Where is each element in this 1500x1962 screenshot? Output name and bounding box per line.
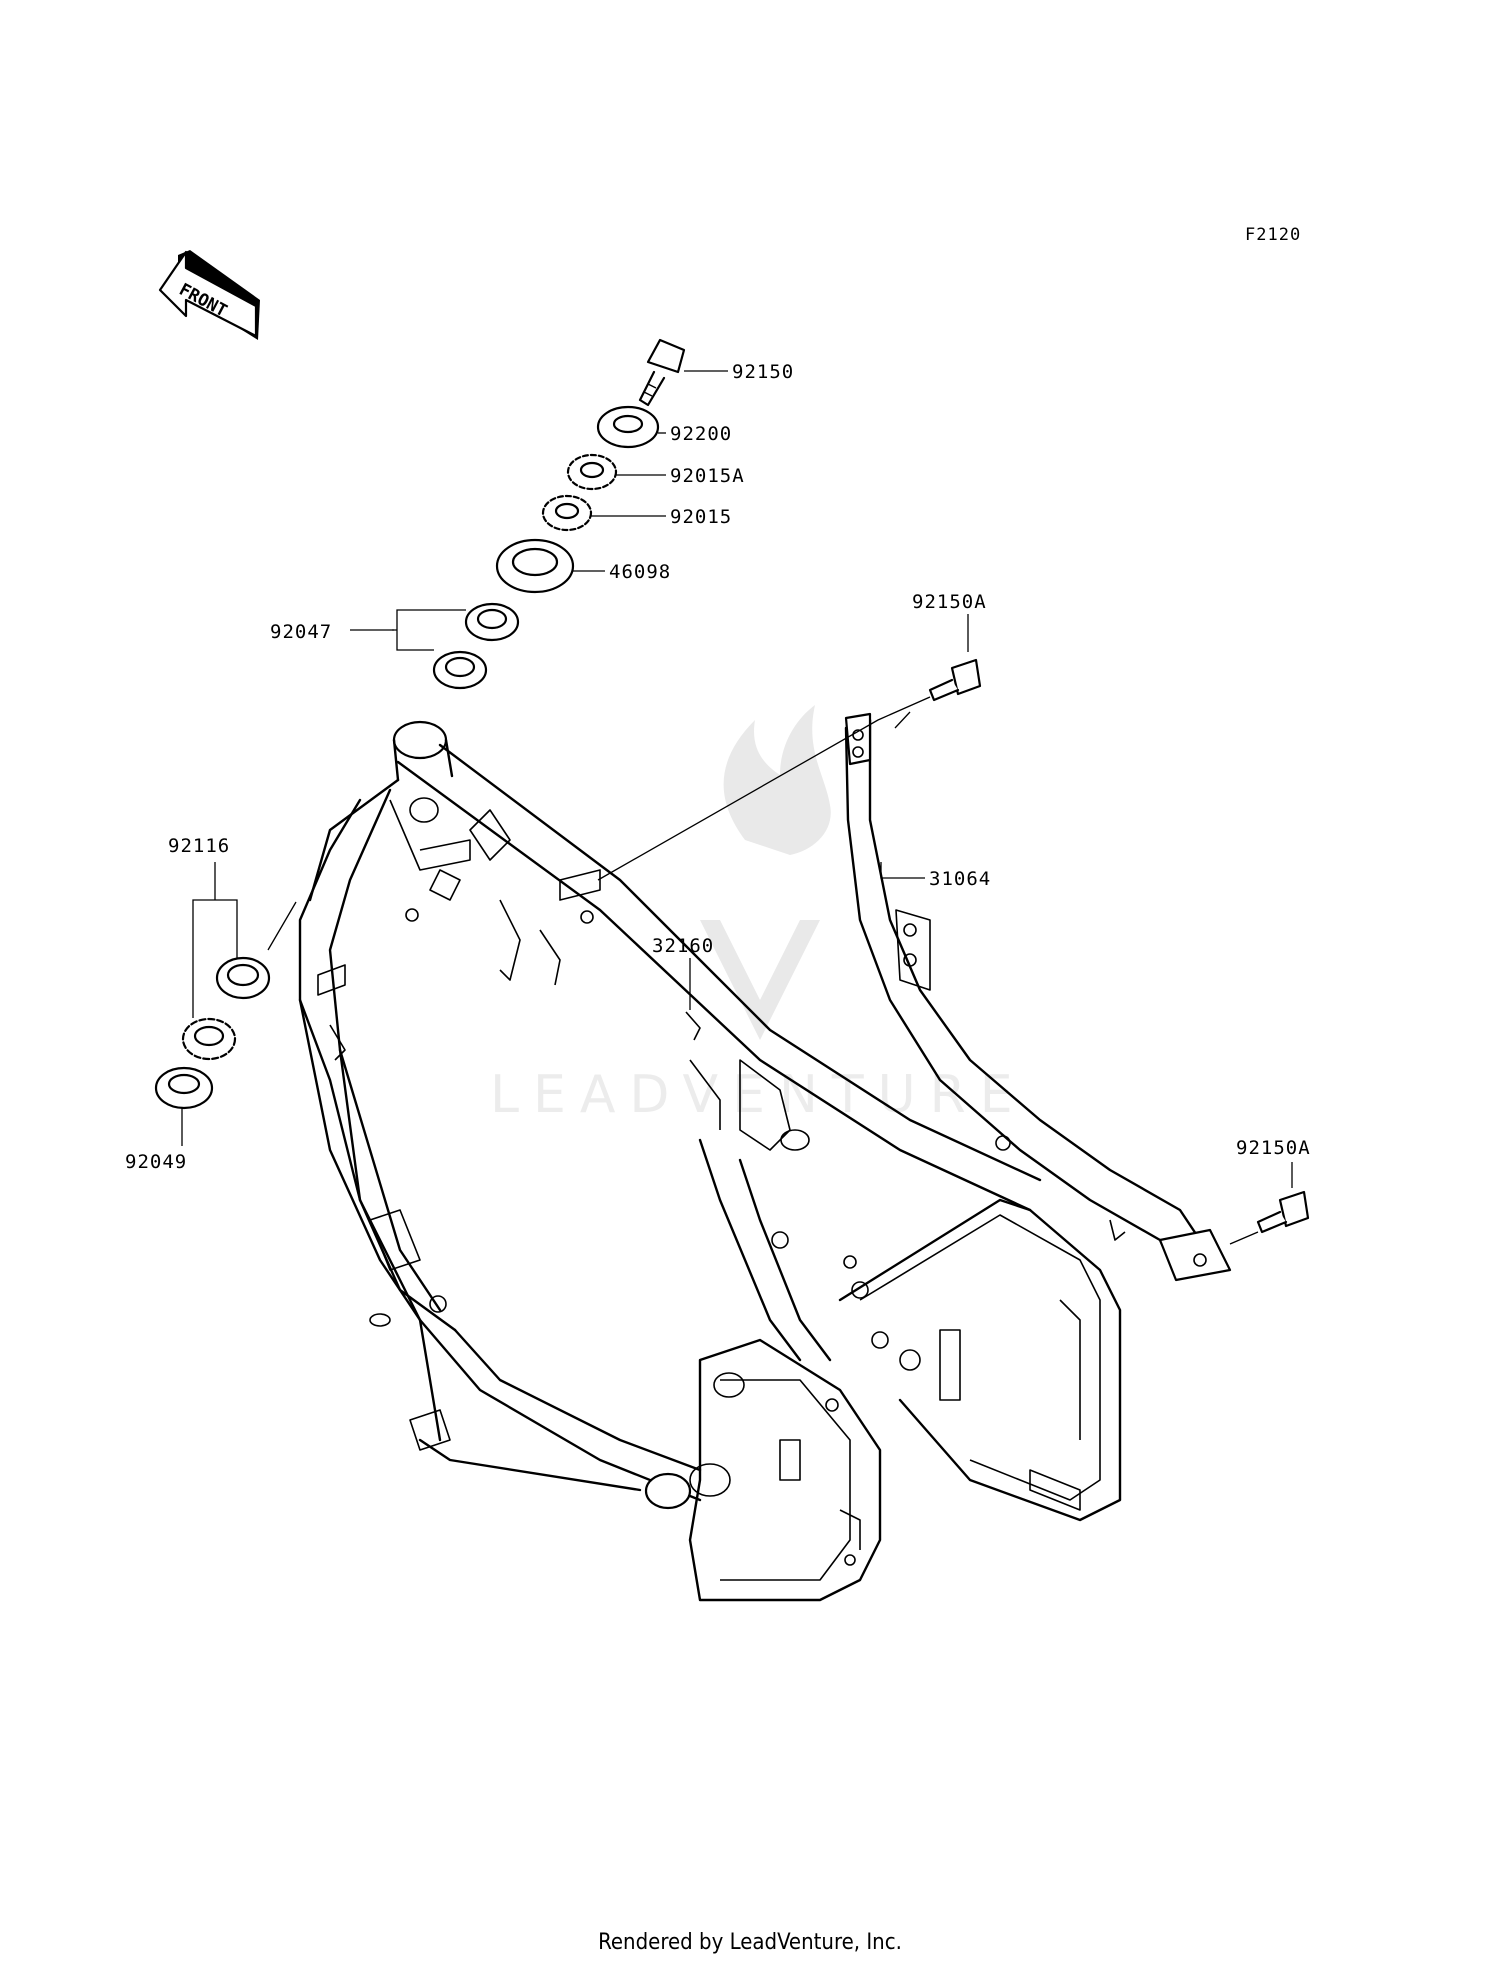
watermark-text: LEADVENTURE	[490, 1065, 1027, 1125]
bearing-92116-upper-icon	[215, 956, 271, 1000]
rear-frame-31064	[844, 712, 1232, 1282]
label-46098: 46098	[609, 561, 671, 583]
seal-46098-icon	[495, 538, 575, 594]
bearing-92116-lower-icon	[181, 1017, 237, 1061]
bearing-92047-upper-icon	[464, 602, 520, 642]
leader-lines	[181, 370, 1293, 1245]
callout-labels: 92150 92200 92015A 92015 46098 92047 921…	[125, 361, 1311, 1173]
label-92150A-top: 92150A	[912, 591, 987, 613]
label-92049: 92049	[125, 1151, 187, 1173]
washer-92200-icon	[596, 405, 660, 449]
label-92047: 92047	[270, 621, 332, 643]
label-31064: 31064	[929, 868, 991, 890]
bolt-92150A-bottom-icon	[1256, 1190, 1310, 1234]
footer-credit: Rendered by LeadVenture, Inc.	[598, 1930, 902, 1955]
bearing-92047-lower-icon	[432, 650, 488, 690]
label-32160: 32160	[652, 935, 714, 957]
lock-nut-92015-icon	[541, 494, 593, 532]
label-92015A: 92015A	[670, 465, 745, 487]
watermark: LEADVENTURE	[490, 705, 1027, 1125]
label-92150: 92150	[732, 361, 794, 383]
label-92015: 92015	[670, 506, 732, 528]
bolt-92150-icon	[638, 338, 686, 407]
label-92150A-bottom: 92150A	[1236, 1137, 1311, 1159]
label-92116: 92116	[168, 835, 230, 857]
main-frame-32160	[298, 720, 1122, 1602]
seal-92049-icon	[154, 1066, 214, 1110]
lock-nut-92015A-icon	[566, 453, 618, 491]
bolt-92150A-top-icon	[928, 658, 982, 702]
label-92200: 92200	[670, 423, 732, 445]
diagram-code: F2120	[1245, 225, 1301, 245]
front-arrow-icon: FRONT	[158, 250, 260, 340]
